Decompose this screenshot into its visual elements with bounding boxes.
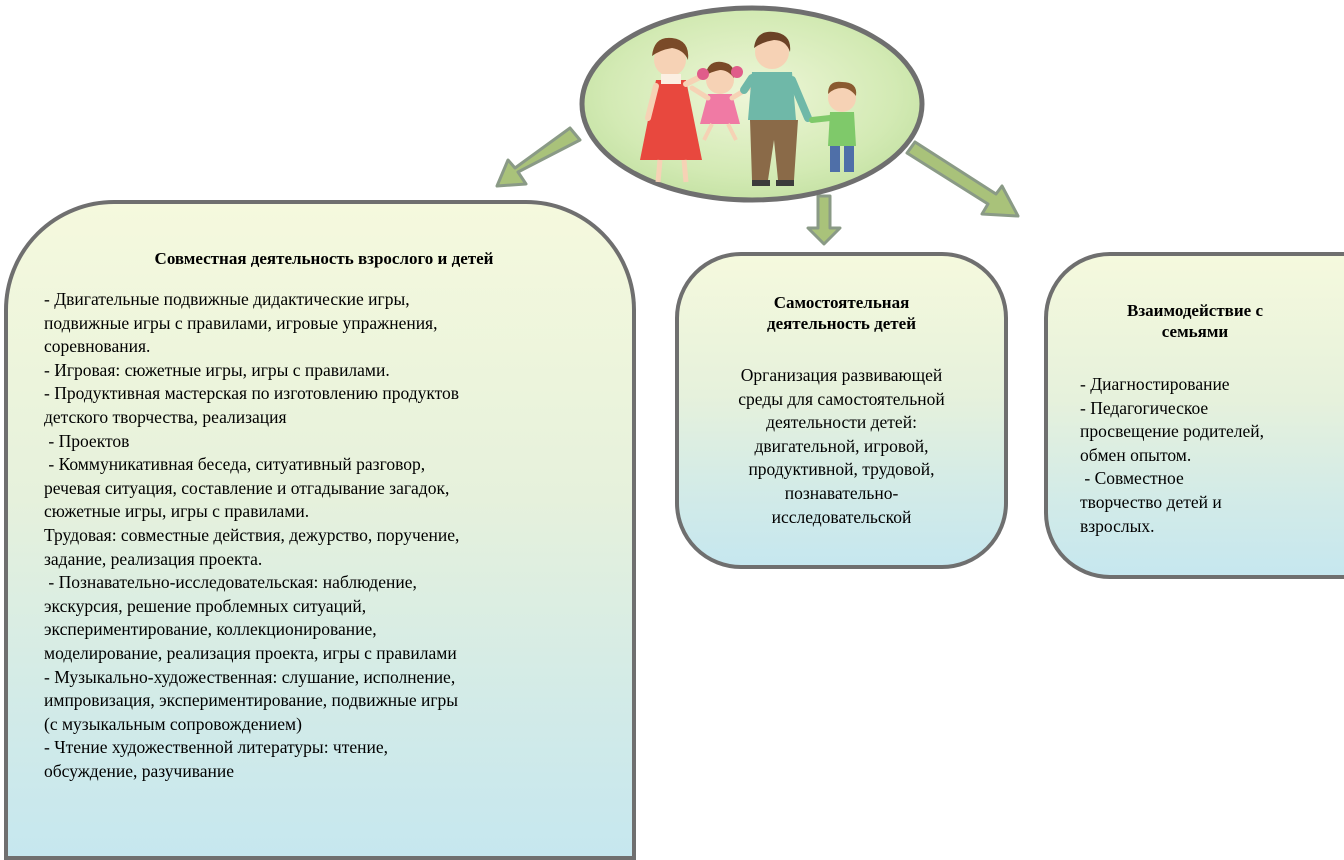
arrow-center: [806, 194, 842, 246]
joint-line: моделирование, реализация проекта, игры …: [44, 642, 457, 663]
independent-activity-box: Самостоятельная деятельность детей Орган…: [675, 252, 1008, 569]
diagram-graphics: [495, 5, 1020, 246]
independent-activity-title: Самостоятельная деятельность детей: [699, 292, 984, 334]
self-line: Организация развивающей: [740, 365, 943, 385]
family-line: творчество детей и: [1080, 491, 1222, 512]
joint-line: соревнования.: [44, 336, 151, 357]
family-illustration: [640, 31, 857, 186]
family-line: - Педагогическое: [1080, 397, 1209, 418]
arrow-left: [495, 126, 582, 188]
joint-line: Трудовая: совместные действия, дежурство…: [44, 524, 460, 545]
joint-line: обсуждение, разучивание: [44, 760, 234, 781]
joint-line: экспериментирование, коллекционирование,: [44, 619, 377, 640]
joint-line: - Игровая: сюжетные игры, игры с правила…: [44, 359, 390, 380]
joint-activity-list: - Двигательные подвижные дидактические и…: [44, 288, 604, 783]
joint-line: экскурсия, решение проблемных ситуаций,: [44, 595, 367, 616]
joint-line: подвижные игры с правилами, игровые упра…: [44, 312, 438, 333]
self-line: деятельности детей:: [766, 412, 917, 433]
family-interaction-box: Взаимодействие с семьями - Диагностирова…: [1044, 252, 1344, 579]
title-line: семьями: [1161, 322, 1229, 341]
joint-line: сюжетные игры, игры с правилами.: [44, 501, 310, 522]
title-line: Взаимодействие с: [1127, 301, 1263, 320]
joint-line: - Продуктивная мастерская по изготовлени…: [44, 383, 460, 404]
family-line: обмен опытом.: [1080, 444, 1192, 465]
family-line: - Совместное: [1080, 468, 1184, 489]
father-figure: [740, 31, 812, 186]
joint-activity-box: Совместная деятельность взрослого и дете…: [4, 200, 636, 860]
self-line: двигательной, игровой,: [754, 435, 929, 456]
self-line: среды для самостоятельной: [738, 388, 945, 409]
joint-line: (с музыкальным сопровождением): [44, 713, 302, 734]
joint-line: - Чтение художественной литературы: чтен…: [44, 737, 389, 758]
joint-activity-title: Совместная деятельность взрослого и дете…: [154, 249, 494, 268]
joint-line: импровизация, экспериментирование, подви…: [44, 690, 459, 711]
title-line: деятельность детей: [766, 314, 917, 333]
joint-line: задание, реализация проекта.: [44, 548, 263, 569]
self-line: познавательно-: [784, 482, 899, 503]
boy-figure: [809, 81, 857, 172]
joint-line: - Музыкально-художественная: слушание, и…: [44, 666, 456, 687]
arrow-right: [905, 140, 1020, 218]
independent-activity-text: Организация развивающей среды для самост…: [693, 364, 990, 529]
title-line: Самостоятельная: [773, 293, 910, 312]
mother-figure: [640, 37, 709, 183]
joint-line: - Коммуникативная беседа, ситуативный ра…: [44, 454, 426, 475]
joint-line: - Двигательные подвижные дидактические и…: [44, 289, 410, 309]
family-interaction-title: Взаимодействие с семьями: [1078, 300, 1312, 342]
family-line: взрослых.: [1080, 515, 1155, 536]
self-line: исследовательской: [771, 506, 912, 527]
self-line: продуктивной, трудовой,: [748, 459, 935, 480]
family-interaction-text: - Диагностирование - Педагогическое прос…: [1080, 373, 1320, 538]
joint-line: детского творчества, реализация: [44, 406, 287, 427]
joint-line: речевая ситуация, составление и отгадыва…: [44, 477, 450, 498]
family-line: просвещение родителей,: [1080, 421, 1265, 442]
joint-line: - Познавательно-исследовательская: наблю…: [44, 572, 417, 593]
family-line: - Диагностирование: [1080, 374, 1230, 394]
joint-line: - Проектов: [44, 430, 130, 451]
